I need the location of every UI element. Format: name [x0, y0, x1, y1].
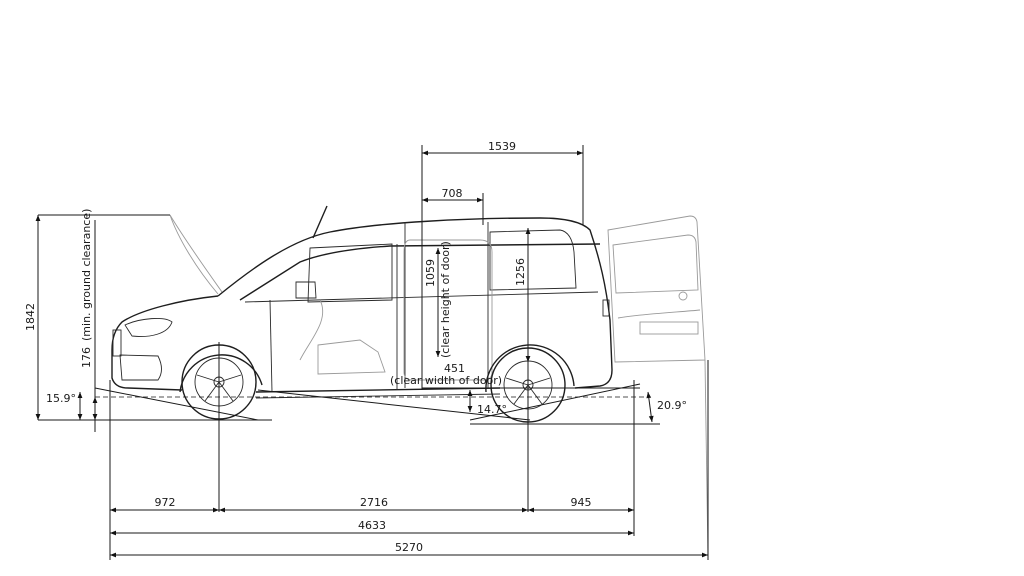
dimension-lines: [35, 150, 708, 558]
rear-wheel: [485, 344, 575, 423]
approach-angle-label: 15.9°: [46, 392, 76, 405]
overall-height-label: 1842: [24, 303, 37, 331]
wheelbase-label: 2716: [360, 496, 388, 509]
open-hood-outline: [169, 214, 223, 295]
ground-clearance-label: 176 (min. ground clearance): [80, 209, 93, 368]
front-wheel: [179, 344, 263, 420]
overall-length-label: 4633: [358, 519, 386, 532]
overall-length-open-label: 5270: [395, 541, 423, 554]
vehicle-body: [111, 205, 613, 399]
departure-angle-label: 20.9°: [657, 399, 687, 412]
door-clear-height-value: 1059: [424, 259, 437, 287]
front-overhang-label: 972: [155, 496, 176, 509]
rear-overhang-label: 945: [571, 496, 592, 509]
door-clear-width-note: (clear width of door): [390, 374, 502, 387]
rear-door-width-label: 1539: [488, 140, 516, 153]
door-clear-height-note: (clear height of door): [439, 241, 452, 358]
door-clear-width-value: 451: [444, 362, 465, 375]
interior-height-label: 1256: [514, 258, 527, 286]
sliding-door-width-label: 708: [442, 187, 463, 200]
extension-lines: [109, 145, 709, 560]
ramp-angle-label: 14.7°: [477, 403, 507, 416]
ground-clearance-value: 176: [80, 347, 93, 368]
ground-clearance-note: (min. ground clearance): [80, 209, 93, 341]
ground-lines: [38, 214, 660, 425]
